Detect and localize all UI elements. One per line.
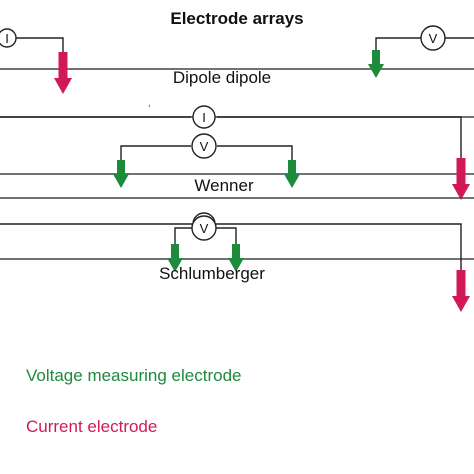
array-label-dipole: Dipole dipole: [173, 68, 271, 87]
array-label-wenner: Wenner: [194, 176, 254, 195]
stray-mark: ,: [148, 98, 151, 109]
current-wire-wenner: [0, 116, 462, 158]
wenner-array: I V Wenner: [0, 105, 474, 200]
voltage-meter-schlumberger-icon: [191, 215, 217, 241]
voltage-wire-wenner: [120, 145, 293, 160]
current-meter-wenner-letter: I: [202, 110, 206, 125]
voltage-meter-wenner-icon: [191, 133, 217, 159]
voltage-electrode-dipole-icon: [368, 50, 384, 78]
legend-voltage-label: Voltage measuring electrode: [26, 366, 241, 385]
current-electrode-schlumberger-icon: [452, 270, 470, 312]
array-label-schlumberger: Schlumberger: [159, 264, 265, 283]
voltage-meter-dipole-letter: V: [429, 31, 438, 46]
dipole-dipole-array: I V Dipole dipole ,: [0, 25, 474, 109]
current-wire-dipole: [14, 37, 64, 52]
voltage-meter-schlumberger-letter: V: [200, 221, 209, 236]
current-meter-dipole-letter: I: [5, 31, 9, 46]
current-meter-dipole-icon: [0, 28, 17, 48]
voltage-wire-dipole: [375, 37, 474, 50]
current-electrode-dipole-icon: [54, 52, 72, 94]
legend: Voltage measuring electrode Current elec…: [26, 366, 241, 436]
diagram-title: Electrode arrays: [170, 9, 303, 28]
current-electrode-wenner-icon: [452, 158, 470, 200]
voltage-electrode-wenner-right-icon: [284, 160, 300, 188]
voltage-meter-wenner-letter: V: [200, 139, 209, 154]
schlumberger-array: I V Schlumberger: [0, 197, 474, 312]
voltage-meter-dipole-icon: [420, 25, 446, 51]
current-meter-wenner-icon: [192, 105, 216, 129]
voltage-electrode-wenner-left-icon: [113, 160, 129, 188]
legend-current-label: Current electrode: [26, 417, 157, 436]
voltage-wire-schlumberger: [174, 227, 237, 244]
current-wire-schlumberger: [0, 223, 462, 270]
